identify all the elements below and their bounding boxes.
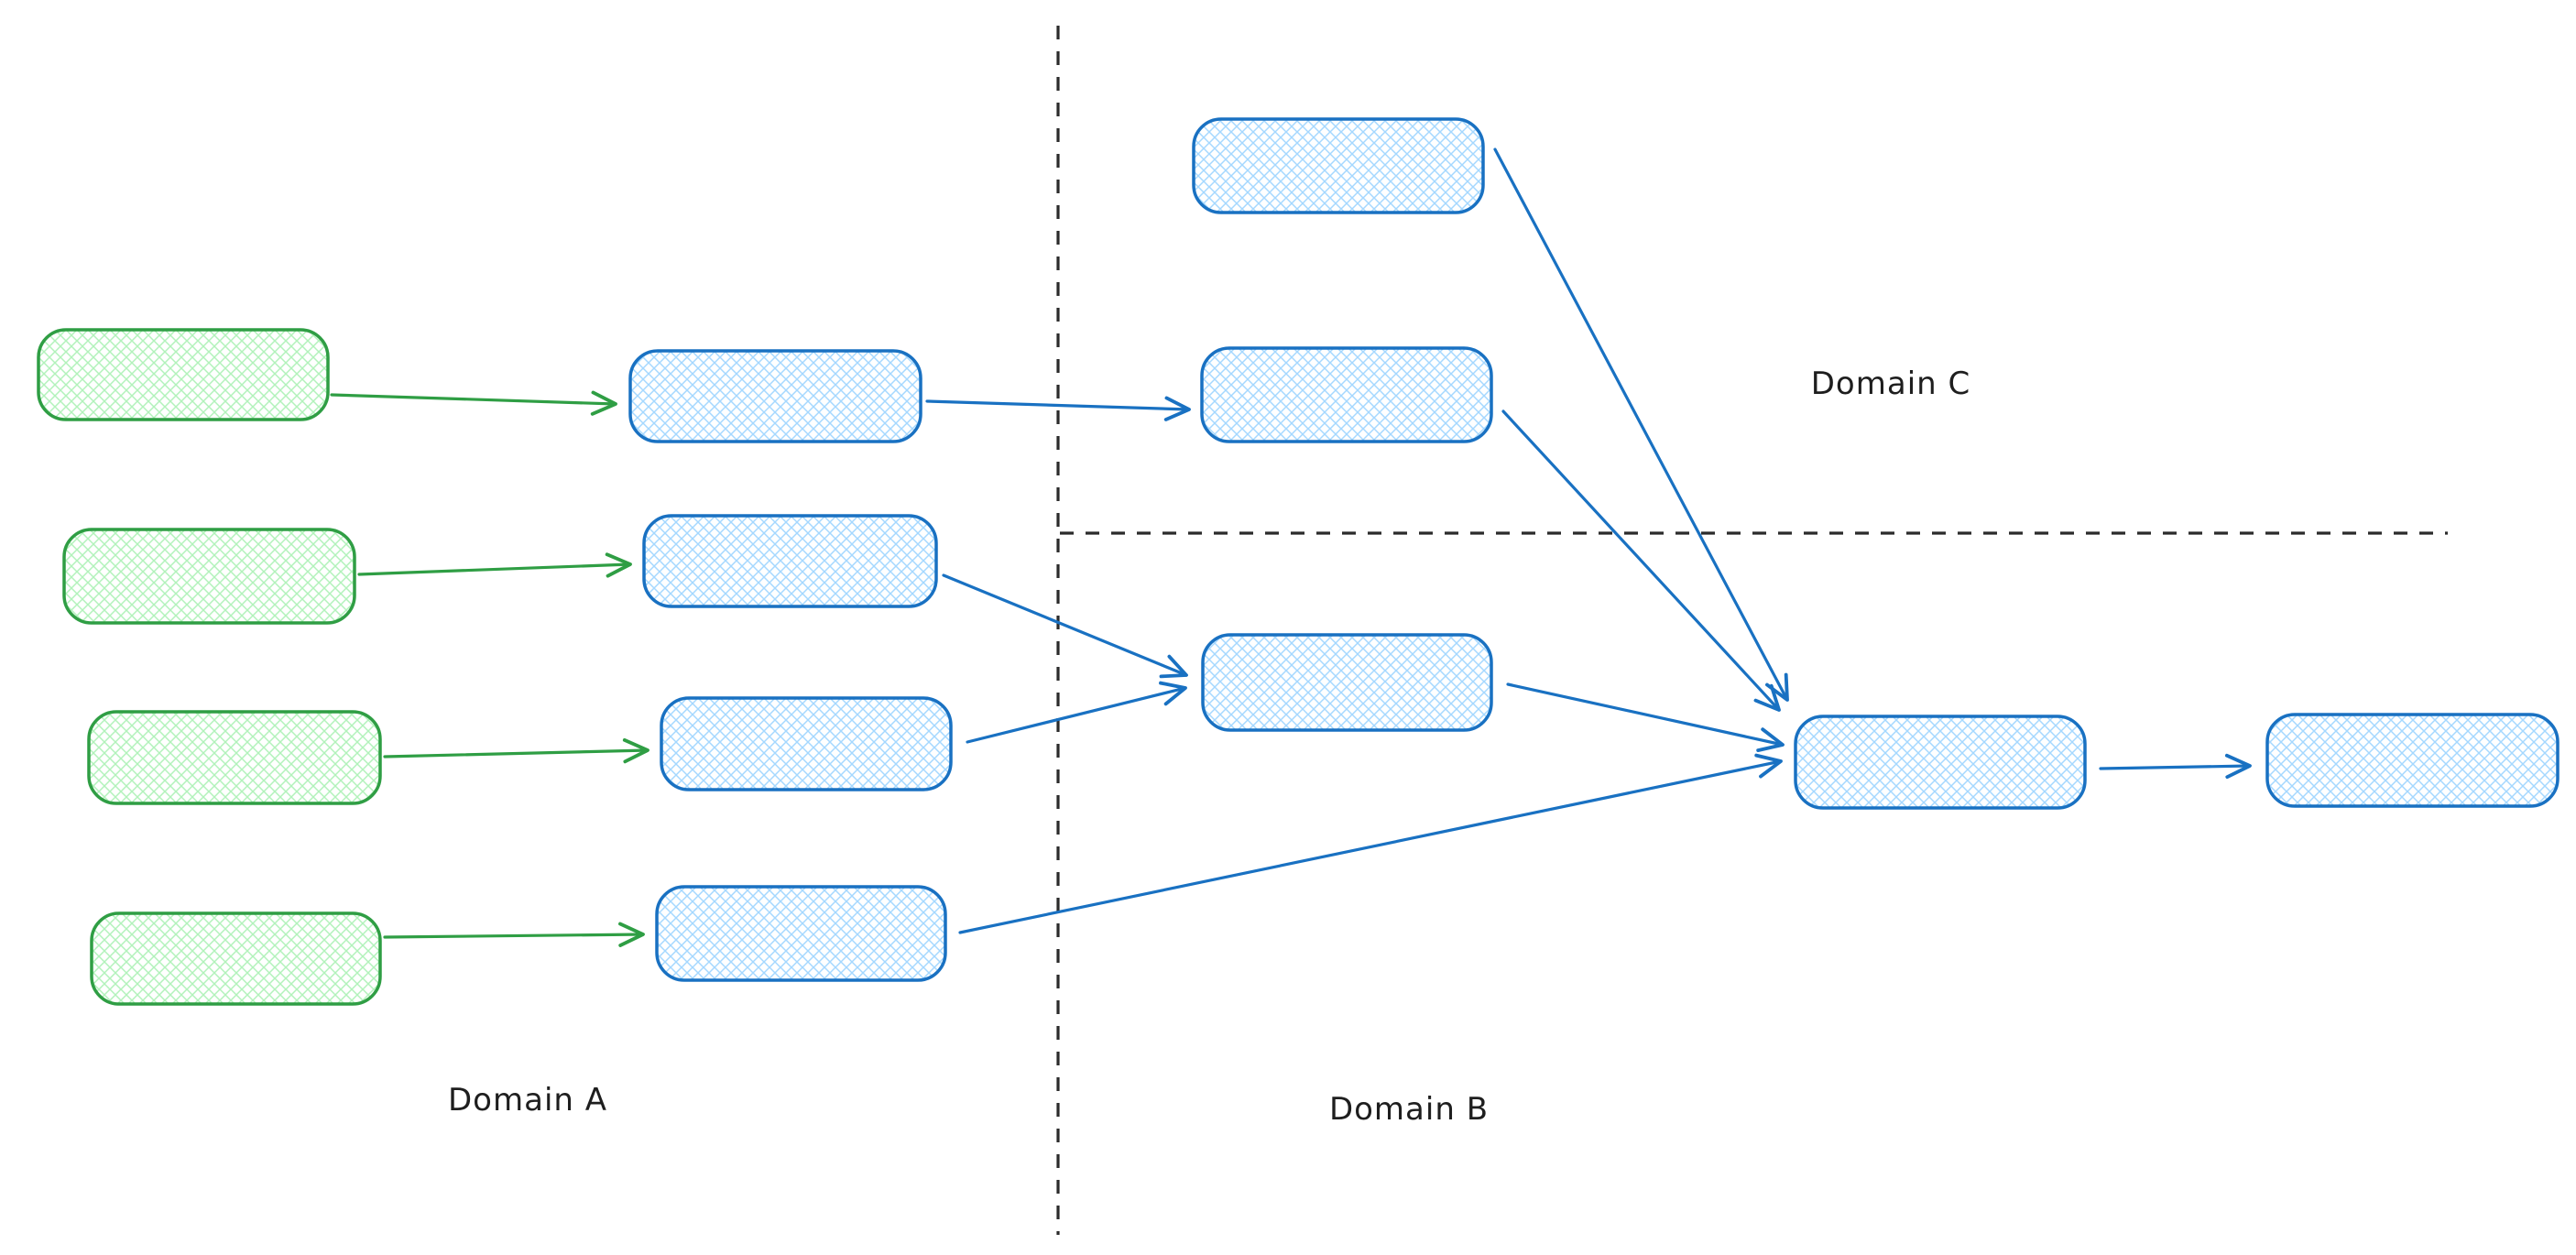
node-a3: [660, 696, 953, 791]
node-b1: [1201, 633, 1493, 732]
node-c2: [1200, 346, 1493, 443]
arrow-source-a3-to-node-a3: [383, 737, 649, 764]
node-a4: [655, 885, 947, 982]
node-source-a1: [37, 328, 330, 421]
arrow-node-c2-to-node-merge: [1501, 409, 1781, 712]
arrow-node-b1-to-node-merge: [1506, 682, 1785, 753]
node-source-a4: [90, 911, 382, 1006]
node-source-a2: [62, 528, 356, 625]
arrow-node-a2-to-node-b1: [942, 573, 1188, 679]
node-a2: [642, 514, 938, 608]
arrow-source-a4-to-node-a4: [383, 922, 645, 947]
domain-a-label: Domain A: [448, 1082, 607, 1119]
arrow-node-merge-to-node-final: [2099, 753, 2252, 780]
domain-c-label: Domain C: [1811, 366, 1970, 402]
arrow-node-a3-to-node-b1: [966, 681, 1187, 744]
arrow-source-a2-to-node-a2: [357, 552, 632, 578]
node-final: [2265, 713, 2560, 808]
arrow-node-c1-to-node-merge: [1493, 147, 1789, 702]
node-a1: [628, 349, 922, 443]
arrow-source-a1-to-node-a1: [330, 390, 617, 416]
node-source-a3: [87, 710, 382, 805]
node-c1: [1192, 117, 1485, 214]
arrow-node-a4-to-node-merge: [958, 753, 1783, 934]
arrow-node-a1-to-node-c2: [925, 396, 1191, 421]
domain-b-label: Domain B: [1329, 1091, 1489, 1128]
node-merge: [1794, 715, 2087, 810]
